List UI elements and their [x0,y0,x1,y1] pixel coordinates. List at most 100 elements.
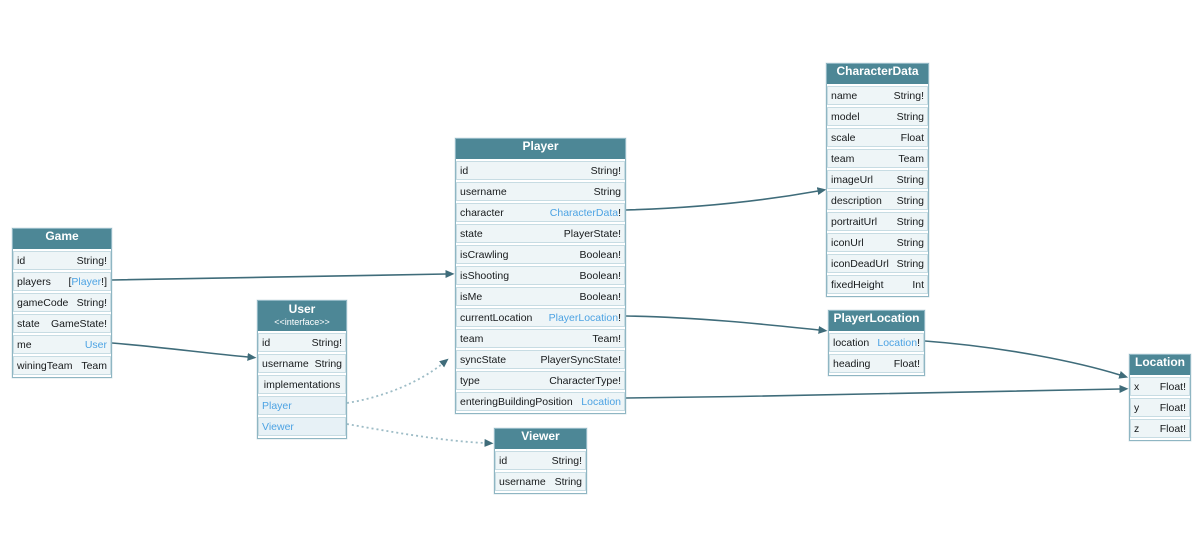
field-type: String [897,174,924,186]
table-header-characterdata[interactable]: CharacterData [827,64,928,84]
type-text: Team [81,359,107,372]
table-header-playerlocation[interactable]: PlayerLocation [829,311,924,331]
table-title: Player [522,139,559,153]
field-type: String! [591,165,621,177]
field-name: imageUrl [831,173,874,186]
field-name: id [499,454,508,467]
type-ref-link[interactable]: PlayerLocation [548,311,619,324]
type-text: Boolean! [579,248,621,261]
type-text: String! [76,296,107,309]
field-row-user-viewer[interactable]: Viewer [258,417,346,436]
field-name: username [499,475,546,488]
field-row-user-username[interactable]: username String [258,354,346,373]
table-subtitle: <<interface>> [274,317,330,327]
field-type: String [897,216,924,228]
field-row-characterdata-iconurl[interactable]: iconUrl String [827,233,928,252]
field-name: gameCode [17,296,69,309]
field-row-characterdata-imageurl[interactable]: imageUrl String [827,170,928,189]
field-row-user-player[interactable]: Player [258,396,346,415]
field-name-link[interactable]: Player [262,399,292,412]
type-ref-link[interactable]: User [84,338,107,351]
table-header-game[interactable]: Game [13,229,111,249]
edge-playerlocation-location-to-location [924,340,1129,379]
table-header-location[interactable]: Location [1130,355,1190,375]
type-text: String! [311,336,342,349]
field-type: String [897,195,924,207]
field-name: name [831,89,858,102]
type-ref-link[interactable]: Location [581,395,621,408]
field-name: currentLocation [460,311,533,324]
field-type: String! [552,455,582,467]
field-row-game-gamecode[interactable]: gameCode String! [13,293,111,312]
table-header-viewer[interactable]: Viewer [495,429,586,449]
table-title: Location [1135,355,1185,369]
field-name-link[interactable]: Viewer [262,420,294,433]
type-text: Float! [1159,380,1186,393]
table-header-player[interactable]: Player [456,139,625,159]
field-name: username [460,185,507,198]
field-type: [Player!] [68,276,107,288]
type-text: PlayerSyncState! [540,353,621,366]
table-header-user[interactable]: User<<interface>> [258,301,346,331]
type-ref-link[interactable]: CharacterData [549,206,619,219]
field-name: iconUrl [831,236,864,249]
edge-game-players-to-player [111,270,455,281]
type-ref-link[interactable]: Player [71,275,102,288]
field-name: username [262,357,309,370]
field-row-viewer-id[interactable]: id String! [495,451,586,470]
field-name: fixedHeight [831,278,884,291]
edge-player-enteringbuildingposition-to-location [625,385,1129,399]
type-text: String! [551,454,582,467]
type-ref-link[interactable]: Location [877,336,918,349]
field-name: team [460,332,484,345]
field-name: type [460,374,480,387]
field-type: Float! [1160,423,1186,435]
field-row-game-players[interactable]: players[Player!] [13,272,111,291]
field-name: state [460,227,483,240]
table-title: Viewer [521,429,560,443]
field-type: String [315,358,342,370]
edge-player-currentlocation-to-playerlocation [625,315,828,334]
type-text: String [896,257,924,270]
field-type: String [897,237,924,249]
field-row-user-implementations[interactable]: implementations [258,375,346,394]
